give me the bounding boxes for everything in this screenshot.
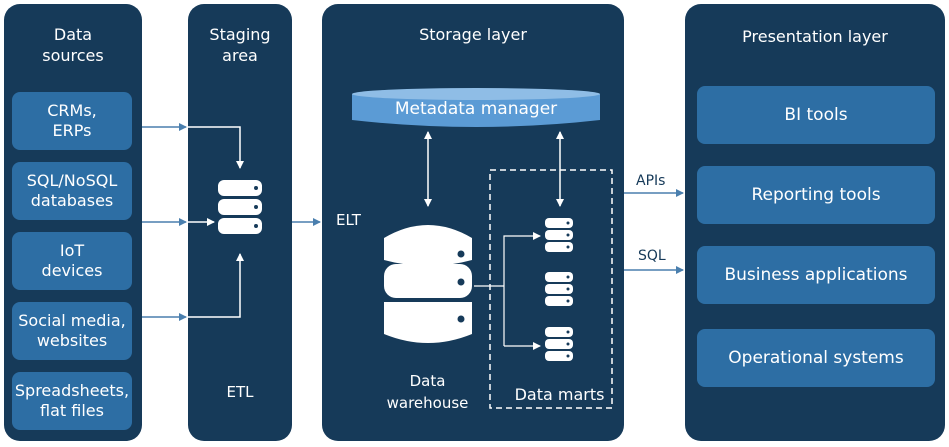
storage-layer-title: Storage layer: [419, 25, 527, 44]
metadata-manager-cylinder: [352, 88, 600, 127]
source-iot: IoT devices: [12, 232, 132, 290]
data-mart-icon: [545, 218, 573, 252]
presentation-layer-title: Presentation layer: [742, 27, 888, 46]
business-applications-box: Business applications: [697, 246, 935, 304]
metadata-link-arrows: [424, 131, 564, 207]
presentation-layer-panel: Presentation layer BI tools Reporting to…: [685, 4, 945, 441]
storage-to-presentation-arrows: [624, 189, 684, 274]
apis-label: APIs: [636, 173, 666, 189]
source-sql-nosql: SQL/NoSQL databases: [12, 162, 132, 220]
sql-label: SQL: [638, 248, 666, 264]
bi-tools-box: BI tools: [697, 86, 935, 144]
reporting-tools-box: Reporting tools: [697, 166, 935, 224]
data-mart-icon: [545, 272, 573, 306]
data-mart-icon: [545, 327, 573, 361]
data-warehouse-database-icon: [384, 225, 472, 343]
source-crm-erp: CRMs, ERPs: [12, 92, 132, 150]
source-social-web: Social media, websites: [12, 302, 132, 360]
staging-internal-arrows: [188, 126, 244, 318]
data-sources-title: Data sources: [42, 25, 104, 65]
staging-area-title: Staging area: [209, 25, 271, 65]
data-marts-label: Data marts: [514, 385, 605, 404]
source-to-staging-arrows: [142, 123, 187, 321]
metadata-manager-label: Metadata manager: [394, 99, 558, 119]
etl-label: ETL: [226, 383, 254, 401]
staging-database-icon: [218, 180, 262, 234]
warehouse-to-marts-arrows: [474, 232, 541, 350]
data-warehouse-label: Data warehouse: [386, 372, 469, 412]
source-spreadsheets: Spreadsheets, flat files: [12, 372, 132, 430]
storage-layer-panel: Storage layer Data warehouse Data marts: [322, 4, 624, 441]
operational-systems-box: Operational systems: [697, 329, 935, 387]
data-sources-panel: Data sources CRMs, ERPs SQL/NoSQL databa…: [4, 4, 142, 441]
data-marts-dashed-box: [489, 169, 613, 409]
elt-label: ELT: [336, 211, 361, 229]
